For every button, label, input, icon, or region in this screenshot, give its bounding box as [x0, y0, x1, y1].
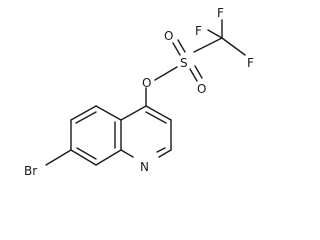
benzene-ring	[70, 105, 122, 166]
bond	[158, 149, 172, 158]
bond-s-o-top	[177, 39, 186, 53]
bond-c-f	[221, 37, 246, 56]
bond	[120, 105, 147, 121]
double-bond	[156, 147, 166, 153]
atom-f-top: F	[217, 6, 224, 20]
atom-f-left: F	[195, 24, 202, 38]
double-bond	[76, 147, 97, 160]
double-bond	[145, 111, 167, 124]
pyridine-ring	[120, 105, 172, 158]
atom-o-link: O	[142, 76, 151, 90]
bond	[145, 105, 172, 121]
atom-n: N	[140, 160, 149, 174]
bond	[70, 105, 97, 121]
bond-s-c	[193, 37, 223, 53]
chemical-structure: F F F S O O O Br N	[24, 6, 254, 178]
atom-o-top: O	[164, 29, 173, 43]
bond	[95, 149, 122, 166]
bond-s-o-bottom	[194, 65, 203, 79]
bond-c-f	[207, 29, 223, 39]
bond-c-br	[45, 149, 72, 166]
double-bond	[75, 111, 97, 124]
atom-f-right: F	[247, 56, 254, 70]
bond-s-o-top	[172, 42, 181, 56]
bond	[95, 105, 122, 121]
bond-o-s	[154, 66, 178, 81]
atom-o-bottom: O	[197, 82, 206, 96]
bond	[70, 149, 97, 166]
atom-s: S	[180, 56, 188, 70]
bond-s-o-bottom	[189, 68, 198, 82]
bond	[120, 149, 134, 158]
atom-br: Br	[24, 164, 37, 178]
